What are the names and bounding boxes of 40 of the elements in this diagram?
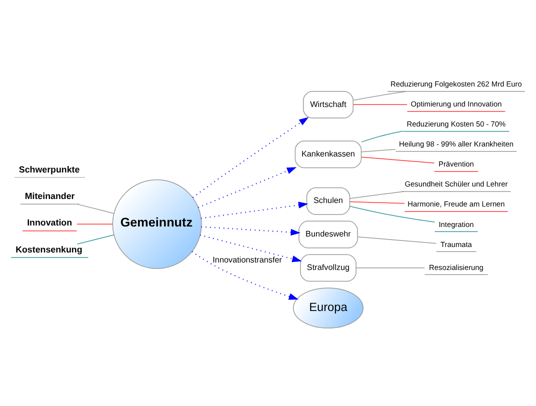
node-box: Strafvollzug bbox=[300, 254, 356, 282]
node-text: Gesundheit Schüler und Lehrer bbox=[404, 180, 508, 189]
edge-label: Innovationstransfer bbox=[212, 256, 282, 265]
connector bbox=[352, 90, 408, 101]
node-text: Schwerpunkte bbox=[18, 164, 80, 174]
node-text: Optimierung und Innovation bbox=[410, 100, 502, 109]
node-text: Innovation bbox=[27, 218, 72, 228]
connector bbox=[349, 206, 435, 222]
connector bbox=[361, 156, 435, 164]
node-box: Schulen bbox=[306, 187, 350, 215]
node-ellipse: Europa bbox=[292, 288, 364, 328]
connector bbox=[350, 191, 404, 199]
arrow bbox=[201, 202, 308, 219]
arrow bbox=[192, 117, 309, 198]
connector bbox=[361, 148, 396, 152]
node-text: Reduzierung Kosten 50 - 70% bbox=[406, 120, 506, 129]
node-text: Heilung 98 - 99% aller Krankheiten bbox=[398, 140, 514, 149]
node-circle: Gemeinnutz bbox=[112, 179, 202, 269]
node-box: Kankenkassen bbox=[294, 140, 362, 168]
arrow bbox=[198, 167, 297, 208]
connector bbox=[76, 234, 114, 244]
arrow bbox=[192, 251, 299, 300]
node-box: Bundeswehr bbox=[298, 220, 358, 248]
connector bbox=[353, 104, 408, 106]
node-text: Resozialisierung bbox=[429, 262, 484, 272]
arrow bbox=[200, 234, 302, 262]
node-text: Prävention bbox=[438, 160, 474, 169]
node-text: Harmonie, Freude am Lernen bbox=[408, 200, 505, 209]
node-text: Integration bbox=[438, 220, 474, 229]
connector bbox=[76, 224, 114, 225]
node-text: Miteinander bbox=[24, 190, 75, 201]
node-text: Kostensenkung bbox=[16, 244, 82, 254]
connector bbox=[361, 130, 404, 142]
connector bbox=[357, 236, 436, 244]
node-box: Wirtschaft bbox=[303, 90, 354, 118]
node-text: Traumata bbox=[440, 240, 472, 249]
arrow bbox=[201, 226, 300, 236]
node-text: Reduzierung Folgekosten 262 Mrd Euro bbox=[390, 80, 522, 88]
connector bbox=[350, 201, 405, 204]
connector bbox=[76, 204, 114, 214]
